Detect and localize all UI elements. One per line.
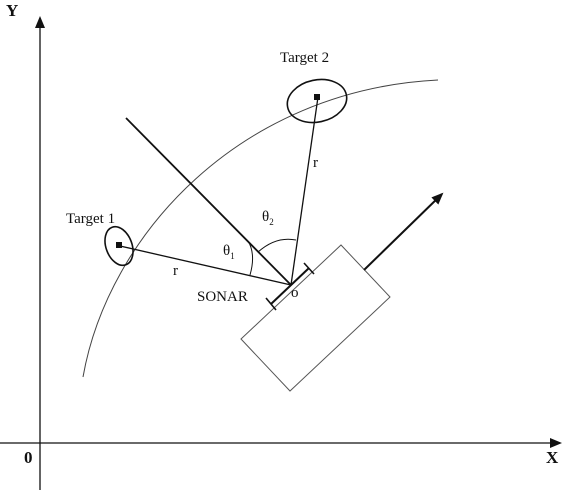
- sonar-tick-upper: [303, 262, 315, 275]
- sonar-origin-label: o: [291, 285, 299, 301]
- target-2-label: Target 2: [280, 50, 329, 66]
- range-line-target-1: [119, 245, 292, 286]
- x-axis-label: X: [546, 448, 559, 467]
- sonar-label: SONAR: [197, 289, 248, 305]
- theta2-arc: [257, 238, 297, 253]
- target-1-label: Target 1: [66, 211, 115, 227]
- vehicle-body: [240, 244, 391, 392]
- target-2-uncertainty-ellipse: [286, 78, 348, 124]
- range-line-target-2: [290, 96, 319, 286]
- target-1-marker: [116, 242, 122, 248]
- theta1-symbol: θ: [223, 243, 230, 259]
- reference-line: [125, 117, 292, 286]
- theta2-subscript: 2: [269, 217, 274, 227]
- target-2-marker: [314, 94, 320, 100]
- y-axis-label: Y: [6, 1, 18, 20]
- range-arc: [82, 79, 439, 378]
- sonar-transducer: [270, 267, 310, 305]
- range-label-target-1: r: [173, 263, 178, 279]
- theta1-subscript: 1: [230, 251, 235, 261]
- target-1-uncertainty-ellipse: [104, 225, 134, 267]
- heading-arrow: [363, 192, 444, 271]
- origin-label: 0: [24, 448, 33, 467]
- theta1-arc: [247, 240, 254, 276]
- theta2-label: θ2: [262, 209, 274, 227]
- theta2-symbol: θ: [262, 209, 269, 225]
- sonar-tick-lower: [265, 297, 277, 311]
- range-label-target-2: r: [313, 155, 318, 171]
- theta1-label: θ1: [223, 243, 235, 261]
